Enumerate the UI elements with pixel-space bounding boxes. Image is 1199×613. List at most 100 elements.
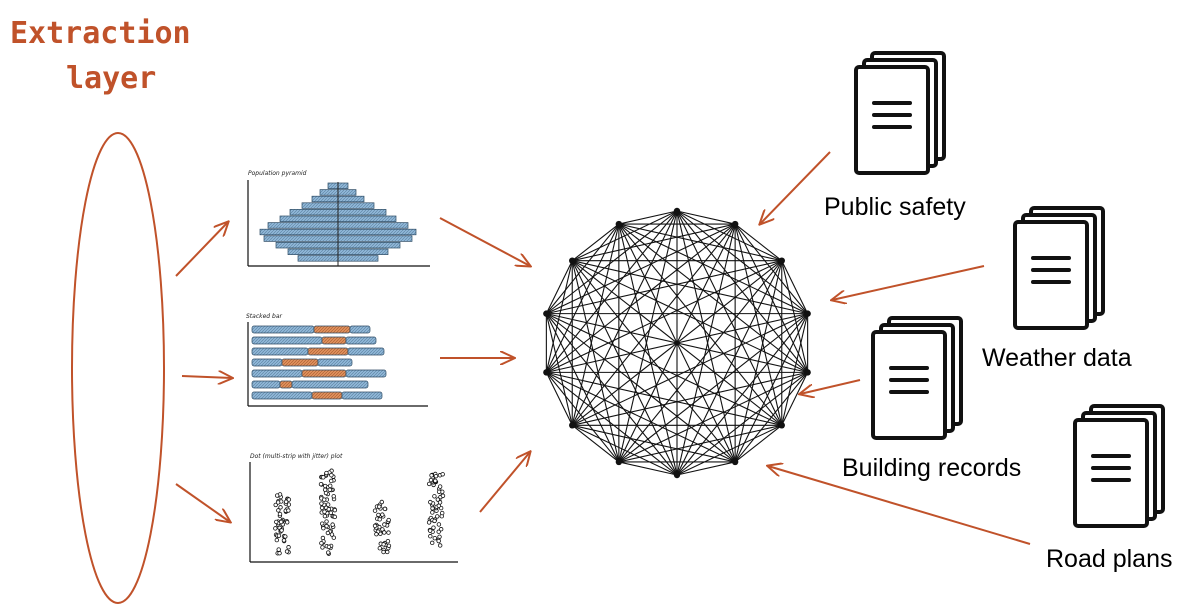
dot-plot-point xyxy=(440,493,446,498)
graph-node xyxy=(543,369,550,376)
dot-plot-point xyxy=(276,533,282,538)
dot-plot-point xyxy=(380,512,385,517)
dot-plot-point xyxy=(277,551,282,556)
dot-plot-point xyxy=(382,530,387,535)
dot-plot-point xyxy=(328,510,334,515)
dot-plot-point xyxy=(437,484,443,489)
dot-plot-point xyxy=(372,508,378,513)
dot-plot-point xyxy=(325,530,331,536)
graph-edge xyxy=(676,210,808,315)
dot-plot-point xyxy=(273,526,278,531)
dot-plot-point xyxy=(385,549,390,555)
dot-plot-point xyxy=(326,550,331,555)
dot-plot-point xyxy=(379,499,385,505)
graph-edge xyxy=(734,424,783,463)
graph-edge xyxy=(545,313,620,463)
label-weather-data: Weather data xyxy=(982,344,1132,372)
arrow-dot-to-graph xyxy=(479,452,530,513)
graph-edge xyxy=(546,371,782,426)
dot-plot-point xyxy=(278,505,283,510)
graph-edge xyxy=(545,313,573,426)
graph-edge xyxy=(676,461,736,476)
dot-plot-point xyxy=(329,532,335,537)
graph-edge xyxy=(571,260,620,463)
graph-edge xyxy=(618,223,782,262)
document-stack-icon xyxy=(871,316,963,440)
graph-node xyxy=(673,471,681,479)
dot-plot-point xyxy=(437,543,443,548)
dot-plot-point xyxy=(322,509,327,514)
dot-plot-point xyxy=(380,527,385,532)
dot-plot-point xyxy=(285,520,290,525)
graph-edge xyxy=(618,223,736,463)
graph-node xyxy=(673,207,681,215)
dot-plot-point xyxy=(377,545,383,551)
document-stack-weather-data xyxy=(1013,206,1105,330)
graph-edge xyxy=(618,223,808,315)
dot-plot-point xyxy=(328,478,334,484)
dot-plot-point xyxy=(382,506,388,512)
dot-plot-point xyxy=(440,510,445,516)
arrow-weather-data xyxy=(832,265,985,300)
graph-edge xyxy=(545,223,620,373)
document-front-sheet xyxy=(871,330,947,440)
dot-plot-point xyxy=(274,537,280,543)
dot-plot-point xyxy=(322,497,327,502)
graph-edge xyxy=(572,223,736,262)
arrow-to-pyramid xyxy=(175,222,228,277)
dot-plot-point xyxy=(329,473,334,478)
arrow-pyramid-to-graph xyxy=(439,217,530,266)
graph-edge xyxy=(618,461,678,476)
dot-plot-point xyxy=(436,489,442,494)
graph-edge xyxy=(618,424,782,463)
dot-plot-point xyxy=(435,514,440,519)
dot-plot-point xyxy=(326,544,332,550)
document-stack-building-records xyxy=(871,316,963,440)
stacked-bar-segment xyxy=(251,336,323,345)
graph-edge xyxy=(572,371,808,426)
dot-plot-point xyxy=(286,497,292,502)
stacked-bar-chart: Stacked bar xyxy=(246,313,428,407)
dot-plot-point xyxy=(386,530,391,535)
dot-plot-point xyxy=(328,483,333,489)
graph-edge xyxy=(734,313,809,463)
stacked-bar-segment xyxy=(291,380,369,389)
dot-plot-point xyxy=(286,545,291,550)
document-front-sheet xyxy=(854,65,930,175)
graph-edge xyxy=(572,424,736,463)
dot-plot-point xyxy=(382,522,387,527)
dot-plot-point xyxy=(276,508,281,513)
knowledge-graph xyxy=(543,207,811,479)
graph-edge xyxy=(676,210,736,225)
dot-plot-point xyxy=(319,540,324,546)
stacked-bar-segment xyxy=(251,325,315,334)
dot-plot-point xyxy=(427,528,433,533)
dot-plot-point xyxy=(279,528,284,533)
label-road-plans: Road plans xyxy=(1046,545,1172,573)
dot-plot-point xyxy=(322,513,328,519)
dot-plot-point xyxy=(381,542,386,547)
dot-plot-point xyxy=(274,519,279,525)
graph-edge xyxy=(571,260,678,476)
graph-node xyxy=(778,422,785,429)
graph-node xyxy=(615,220,623,228)
graph-edge xyxy=(546,223,736,373)
document-stack-icon xyxy=(1073,404,1165,528)
dot-plot-point xyxy=(323,490,329,496)
arrow-building-records xyxy=(800,379,861,394)
dot-plot-point xyxy=(276,547,281,552)
dot-plot-point xyxy=(430,540,435,546)
dot-plot-point xyxy=(283,499,289,504)
graph-edge xyxy=(546,260,782,315)
dot-plot-point xyxy=(433,473,439,479)
stacked-bar-segment xyxy=(251,391,313,400)
stacked-bar-segment xyxy=(251,347,309,356)
stacked-bar-segment xyxy=(321,336,347,345)
dot-plot-point xyxy=(318,481,324,487)
dot-plot-point xyxy=(376,512,381,518)
dot-plot-point xyxy=(331,535,337,540)
graph-node xyxy=(731,458,739,466)
graph-node xyxy=(778,257,785,264)
dot-plot-point xyxy=(326,507,331,512)
stacked-bar-segment xyxy=(349,325,371,334)
